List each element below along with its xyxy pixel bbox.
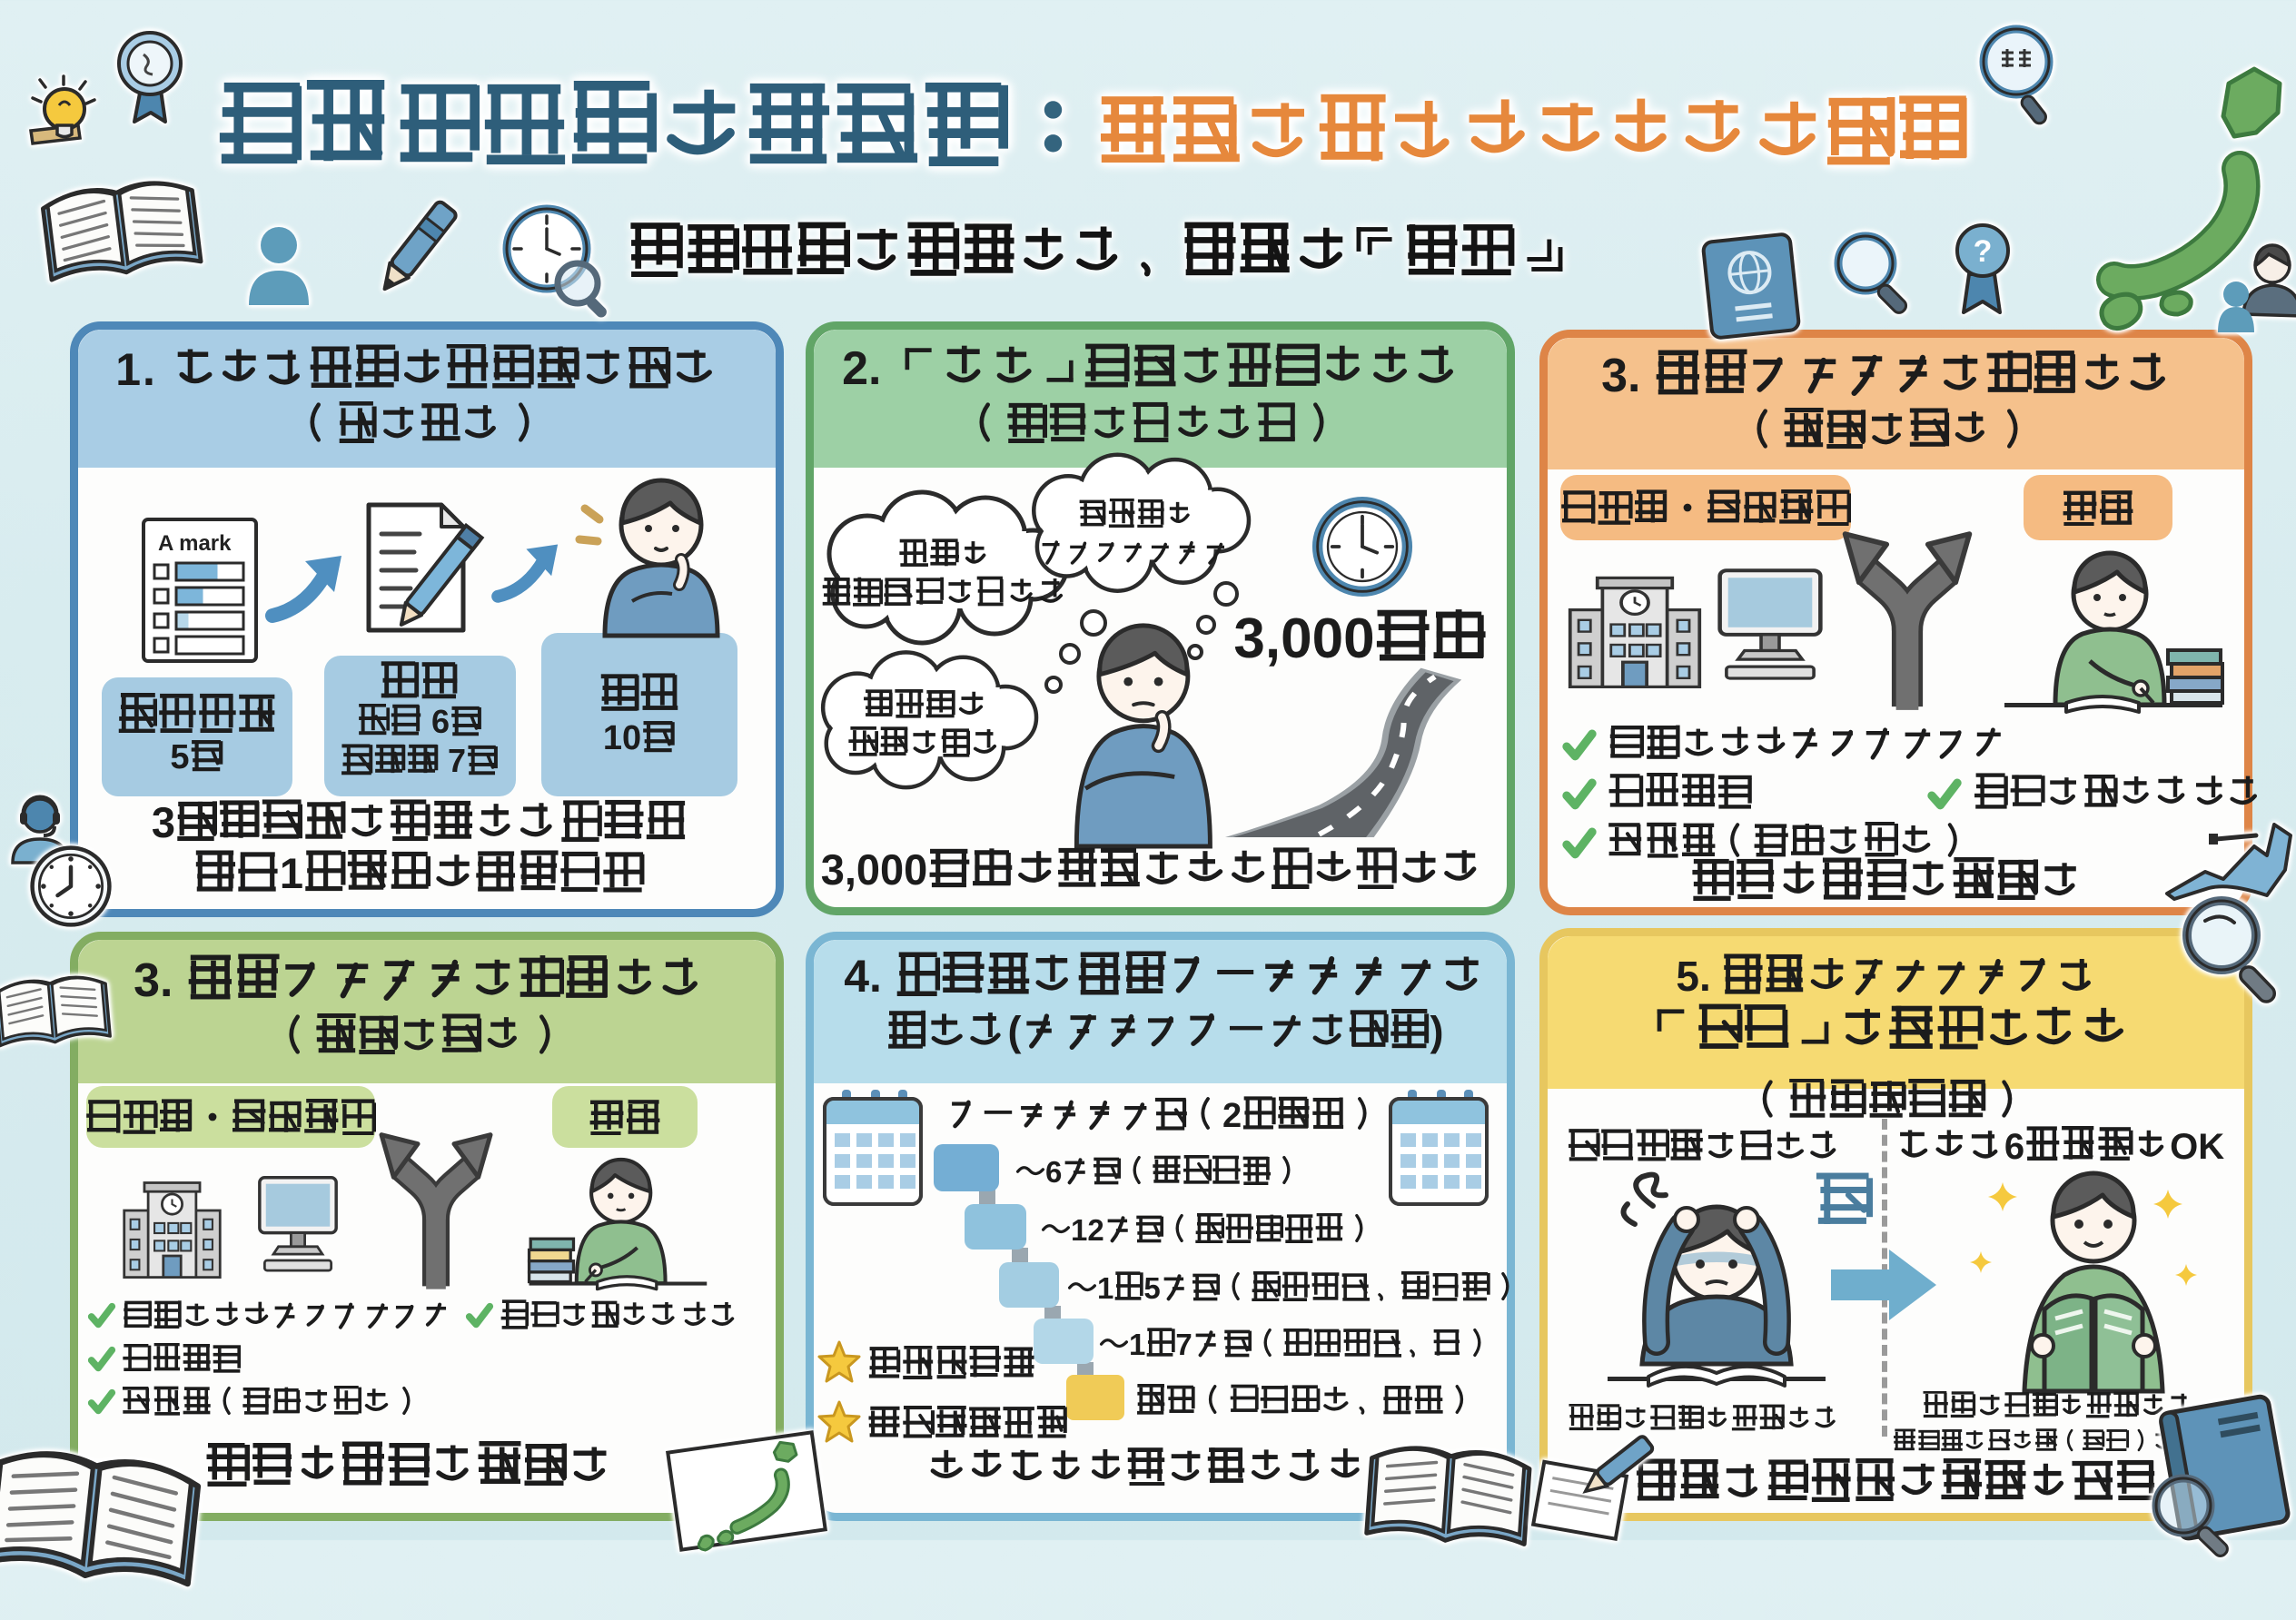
svg-text:?: ? xyxy=(1974,234,1993,269)
svg-text:A mark: A mark xyxy=(158,531,232,556)
